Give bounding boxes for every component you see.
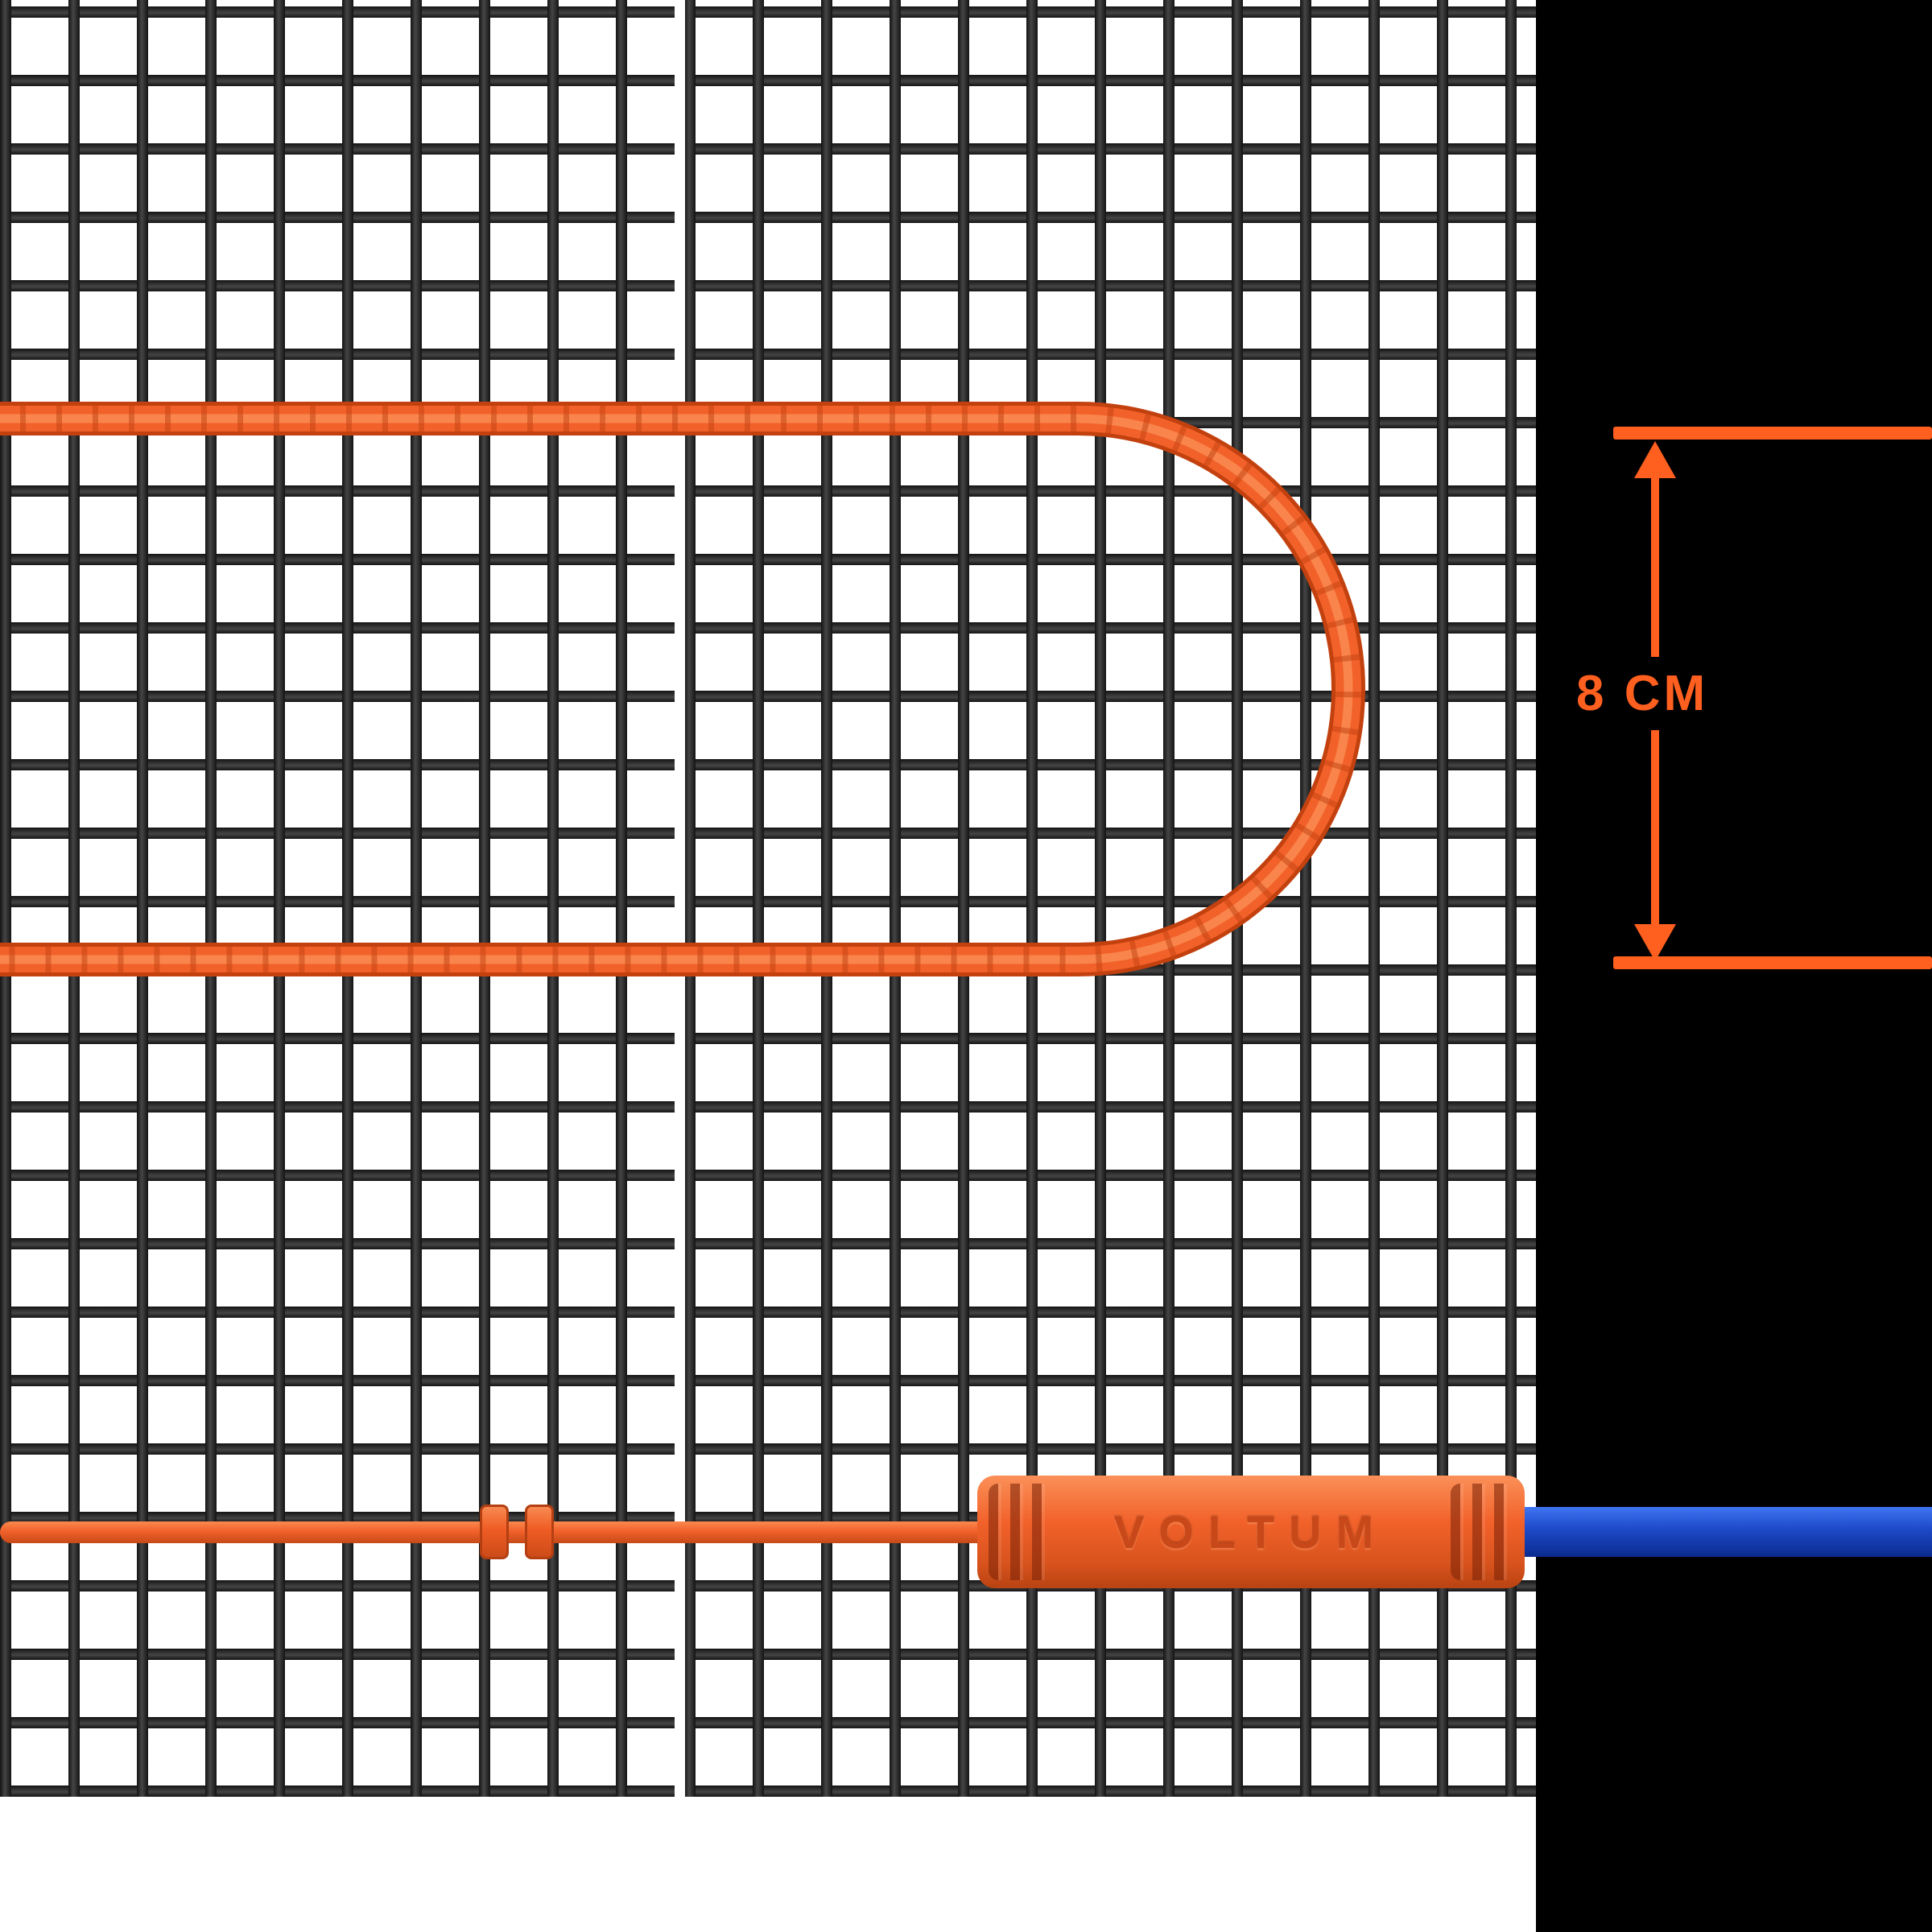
heating-cable-loop <box>0 402 1365 976</box>
spacing-label: 8 CM <box>1567 657 1719 730</box>
mesh-seam <box>675 0 685 1797</box>
dimension-arrow-down-icon <box>1634 924 1676 961</box>
connector-collar <box>1451 1484 1513 1580</box>
dimension-arrow-up-icon <box>1634 441 1676 478</box>
power-cable <box>1512 1507 1932 1557</box>
brand-label: VOLTUM <box>1113 1506 1389 1558</box>
connector-coupler: VOLTUM <box>977 1476 1525 1588</box>
cable-clip <box>525 1505 554 1559</box>
cable-clip <box>480 1505 509 1559</box>
mesh-panel <box>0 0 1536 1797</box>
dimension-bottom-tick <box>1613 956 1932 969</box>
connector-collar <box>989 1484 1051 1580</box>
dimension-top-tick <box>1613 427 1932 440</box>
